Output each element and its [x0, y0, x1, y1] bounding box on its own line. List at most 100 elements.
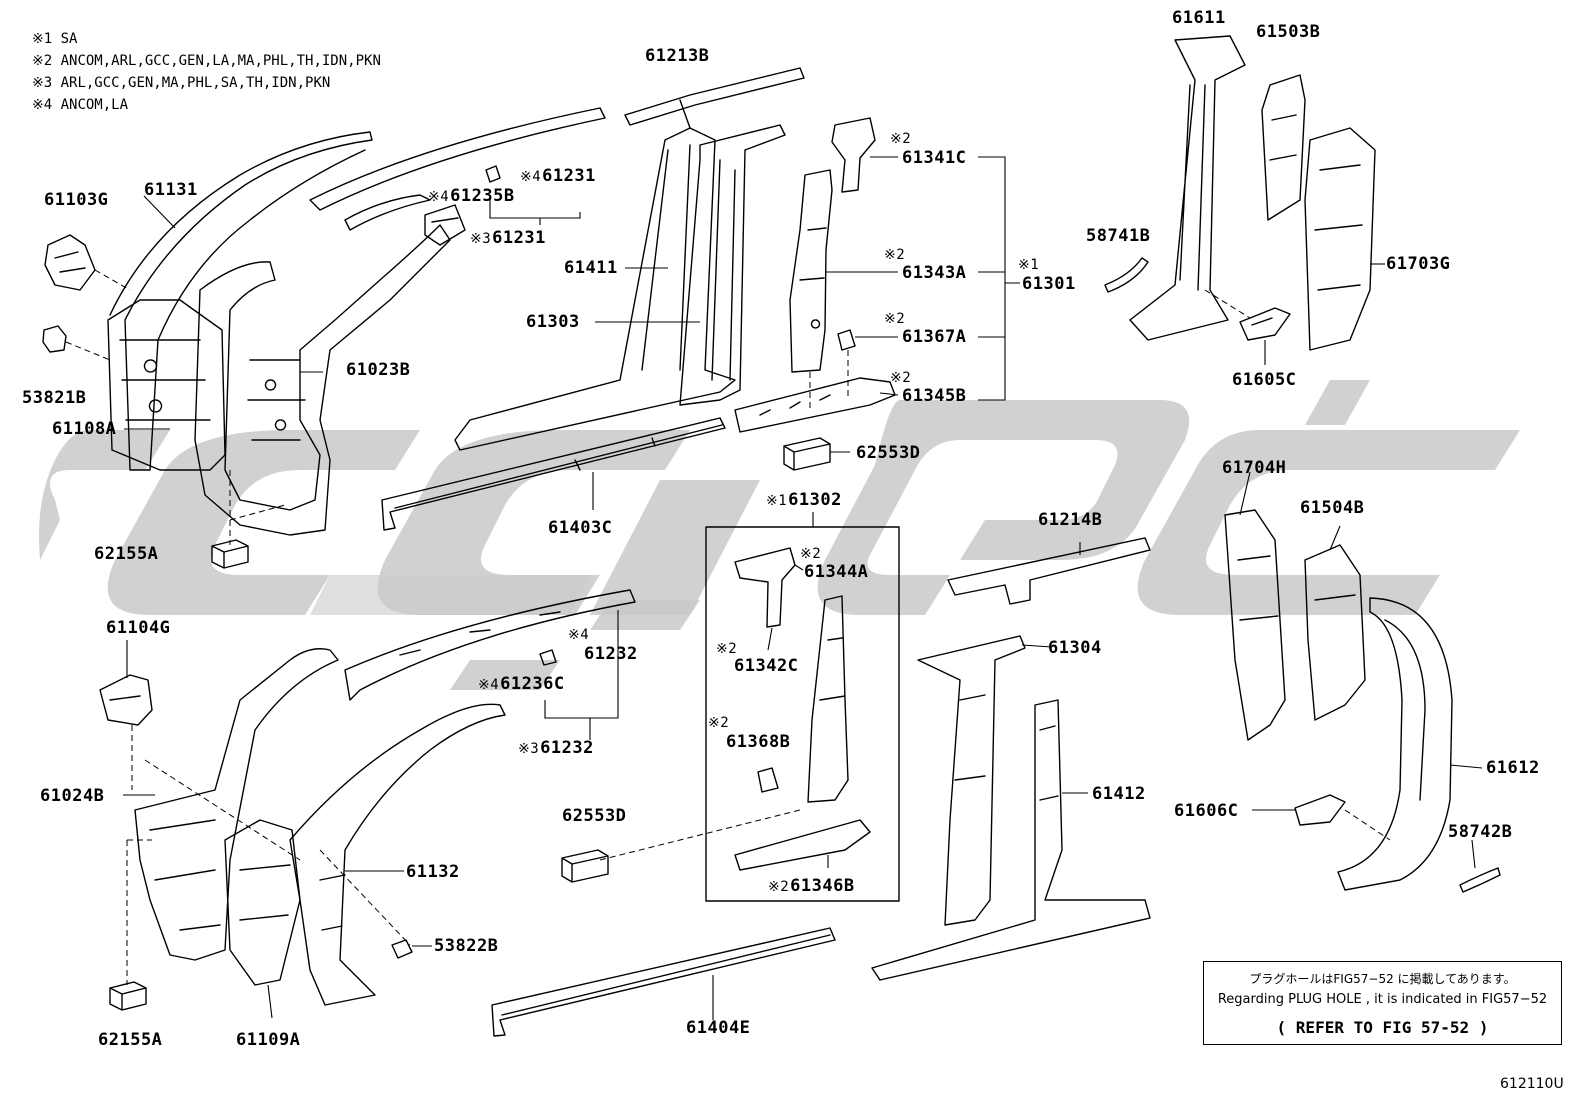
label-61344a[interactable]: 61344A	[804, 562, 869, 582]
label-61504b[interactable]: 61504B	[1300, 498, 1365, 518]
mark-61301: ※1	[1018, 257, 1040, 273]
label-53821b[interactable]: 53821B	[22, 388, 87, 408]
part-61368b-shape	[757, 767, 779, 793]
label-61131[interactable]: 61131	[144, 180, 198, 200]
label-61108a[interactable]: 61108A	[52, 419, 117, 439]
part-61346b-shape	[734, 819, 871, 871]
part-61345b-shape	[734, 377, 896, 433]
part-61612-shape	[1337, 597, 1453, 891]
label-61214b[interactable]: 61214B	[1038, 510, 1103, 530]
part-61611-shape	[1129, 35, 1246, 341]
label-61302-text: 61302	[788, 490, 842, 510]
label-61605c[interactable]: 61605C	[1232, 370, 1297, 390]
part-61104g-shape	[99, 674, 153, 726]
part-53821b-shape	[42, 325, 67, 353]
part-62553d-bot-shape	[561, 849, 609, 883]
leader-lines	[123, 156, 1483, 1020]
label-61235b-text: 61235B	[450, 186, 515, 206]
label-61346b[interactable]: ※261346B	[768, 878, 855, 895]
label-61109a[interactable]: 61109A	[236, 1030, 301, 1050]
label-61132[interactable]: 61132	[406, 862, 460, 882]
part-61703g-shape	[1304, 127, 1376, 351]
label-62553d-bot[interactable]: 62553D	[562, 806, 627, 826]
label-61345b[interactable]: 61345B	[902, 386, 967, 406]
mark-3: ※3	[518, 741, 540, 757]
part-61214b-shape	[947, 537, 1151, 605]
part-61131-shape	[109, 131, 373, 471]
label-61412[interactable]: 61412	[1092, 784, 1146, 804]
label-61411[interactable]: 61411	[564, 258, 618, 278]
refer-to-fig-link[interactable]: ( REFER TO FIG 57-52 )	[1276, 1018, 1489, 1037]
label-61612[interactable]: 61612	[1486, 758, 1540, 778]
part-61341c-shape	[831, 117, 876, 193]
label-61368b[interactable]: 61368B	[726, 732, 791, 752]
label-61342c[interactable]: 61342C	[734, 656, 799, 676]
part-61411-shape	[454, 127, 736, 451]
label-61367a[interactable]: 61367A	[902, 327, 967, 347]
label-61213b[interactable]: 61213B	[645, 46, 710, 66]
mark-61342c: ※2	[716, 641, 738, 657]
part-61605c-shape	[1239, 307, 1291, 341]
label-61302[interactable]: ※161302	[766, 492, 842, 509]
part-53822b-shape	[391, 939, 413, 959]
part-61024b-shape	[134, 648, 339, 961]
part-61404e-shape	[491, 927, 836, 1037]
label-61236c[interactable]: ※461236C	[478, 676, 565, 693]
label-61704h[interactable]: 61704H	[1222, 458, 1287, 478]
label-61301[interactable]: 61301	[1022, 274, 1076, 294]
label-61341c[interactable]: 61341C	[902, 148, 967, 168]
part-61342c-shape	[734, 547, 796, 628]
plug-hole-note-japanese: プラグホールはFIG57−52 に掲載してあります。	[1249, 972, 1516, 986]
label-61232-b[interactable]: ※361232	[518, 740, 594, 757]
dashed-assembly-lines	[65, 269, 1391, 985]
part-61343a-shape	[789, 169, 833, 373]
label-61232-b-text: 61232	[540, 738, 594, 758]
part-61344a-shape	[807, 595, 849, 803]
label-61232-a[interactable]: 61232	[584, 644, 638, 664]
mark-4: ※4	[520, 169, 542, 185]
mark-61344a: ※2	[800, 546, 822, 562]
figure-id: 612110U	[1500, 1076, 1564, 1092]
label-61343a[interactable]: 61343A	[902, 263, 967, 283]
note-2: ※2 ANCOM,ARL,GCC,GEN,LA,MA,PHL,TH,IDN,PK…	[32, 53, 381, 69]
mark-61345b: ※2	[890, 370, 912, 386]
part-61304-shape	[917, 635, 1026, 926]
mark-61343a: ※2	[884, 247, 906, 263]
part-61503b-shape	[1261, 74, 1306, 221]
mark-4: ※4	[428, 189, 450, 205]
plug-hole-note-english: Regarding PLUG HOLE , it is indicated in…	[1217, 992, 1548, 1007]
part-62155a-bot-shape	[109, 981, 147, 1011]
label-61403c[interactable]: 61403C	[548, 518, 613, 538]
label-61024b[interactable]: 61024B	[40, 786, 105, 806]
label-61023b[interactable]: 61023B	[346, 360, 411, 380]
detail-box-61302	[705, 526, 900, 902]
label-61231-a[interactable]: ※461231	[520, 168, 596, 185]
label-58741b[interactable]: 58741B	[1086, 226, 1151, 246]
watermark-logo	[39, 380, 1520, 690]
label-62155a-bot[interactable]: 62155A	[98, 1030, 163, 1050]
label-61231-a-text: 61231	[542, 166, 596, 186]
label-58742b[interactable]: 58742B	[1448, 822, 1513, 842]
label-62553d-top[interactable]: 62553D	[856, 443, 921, 463]
note-3: ※3 ARL,GCC,GEN,MA,PHL,SA,TH,IDN,PKN	[32, 75, 331, 91]
part-58742b-shape	[1459, 867, 1501, 893]
label-61503b[interactable]: 61503B	[1256, 22, 1321, 42]
part-61367a-shape	[837, 329, 856, 351]
label-61703g[interactable]: 61703G	[1386, 254, 1451, 274]
label-61404e[interactable]: 61404E	[686, 1018, 751, 1038]
label-61104g[interactable]: 61104G	[106, 618, 171, 638]
label-61231-b-text: 61231	[492, 228, 546, 248]
label-61606c[interactable]: 61606C	[1174, 801, 1239, 821]
label-53822b[interactable]: 53822B	[434, 936, 499, 956]
label-61303[interactable]: 61303	[526, 312, 580, 332]
part-61403c-shape	[381, 417, 726, 531]
label-61103g[interactable]: 61103G	[44, 190, 109, 210]
label-61304[interactable]: 61304	[1048, 638, 1102, 658]
mark-61341c: ※2	[890, 131, 912, 147]
mark-61232: ※4	[568, 627, 590, 643]
label-61235b[interactable]: ※461235B	[428, 188, 515, 205]
label-61231-b[interactable]: ※361231	[470, 230, 546, 247]
label-62155a-top[interactable]: 62155A	[94, 544, 159, 564]
label-61611[interactable]: 61611	[1172, 8, 1226, 28]
